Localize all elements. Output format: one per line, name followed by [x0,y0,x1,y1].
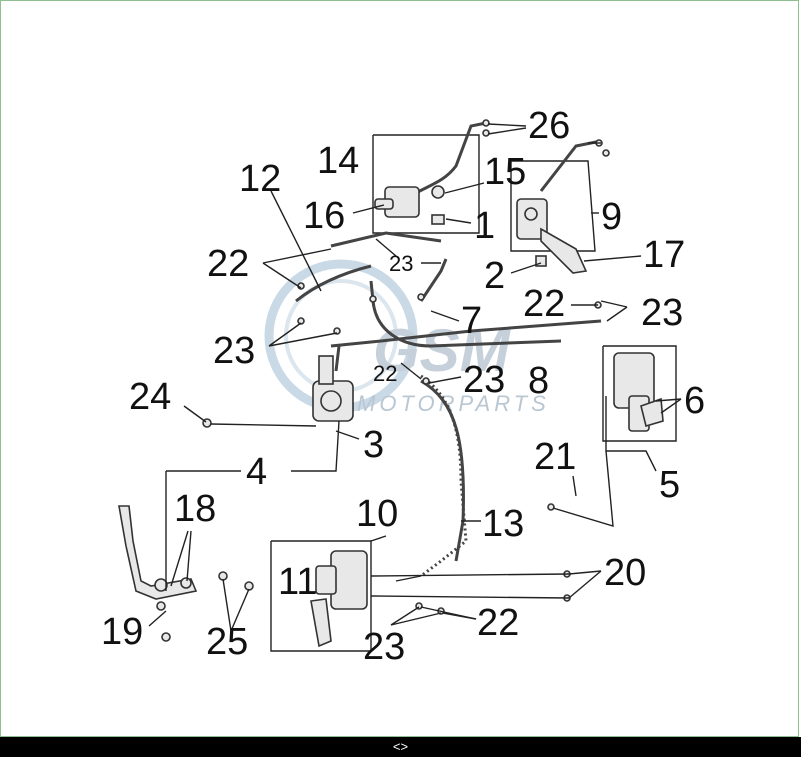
callout-21: 21 [534,436,576,478]
leader-lines [148,123,682,632]
callout-13: 13 [482,503,524,545]
callout-4: 4 [246,451,267,493]
callout-23-c: 23 [213,330,255,372]
callout-19: 19 [101,611,143,653]
callout-16: 16 [303,195,345,237]
callout-22-a: 22 [207,243,249,285]
callout-23-b: 23 [641,292,683,334]
callout-17: 17 [643,234,685,276]
rear-master-cylinder-group [372,121,487,234]
callout-1: 1 [474,205,495,247]
brake-hoses [295,231,602,578]
exploded-parts-diagram: GSM MOTORPARTS [101,105,705,668]
watermark-subtitle: MOTORPARTS [357,391,550,416]
nav-arrows-button[interactable]: <> [392,739,409,754]
watermark: GSM MOTORPARTS [264,259,550,416]
callout-labels: 26 14 15 12 16 1 9 22 23 2 17 22 23 7 23… [101,105,705,668]
bottom-nav-bar: <> [0,737,801,757]
callout-23-e: 23 [363,626,405,668]
callout-22-c: 22 [373,361,397,386]
callout-18: 18 [174,488,216,530]
callout-8: 8 [528,360,549,402]
callout-11: 11 [278,561,317,603]
callout-2: 2 [484,255,505,297]
callout-20: 20 [604,552,646,594]
callout-26: 26 [528,105,570,147]
callout-12: 12 [239,158,281,200]
diagram-frame: GSM MOTORPARTS [0,0,799,737]
callout-25: 25 [206,621,248,663]
callout-15: 15 [484,151,526,193]
brake-pedal [118,505,198,611]
callout-10: 10 [356,493,398,535]
callout-9: 9 [601,196,622,238]
callout-14: 14 [317,140,359,182]
callout-3: 3 [363,424,384,466]
callout-23-d: 23 [463,359,505,401]
front-master-cylinder-group [510,139,602,274]
callout-22-d: 22 [477,602,519,644]
callout-22-b: 22 [523,283,565,325]
callout-5: 5 [659,464,680,506]
joint-valve [312,355,354,422]
callout-6: 6 [684,380,705,422]
callout-7: 7 [461,300,482,342]
callout-23-a: 23 [389,251,413,276]
front-caliper-group [270,540,372,652]
rear-caliper-group [602,345,677,442]
callout-24: 24 [129,376,171,418]
